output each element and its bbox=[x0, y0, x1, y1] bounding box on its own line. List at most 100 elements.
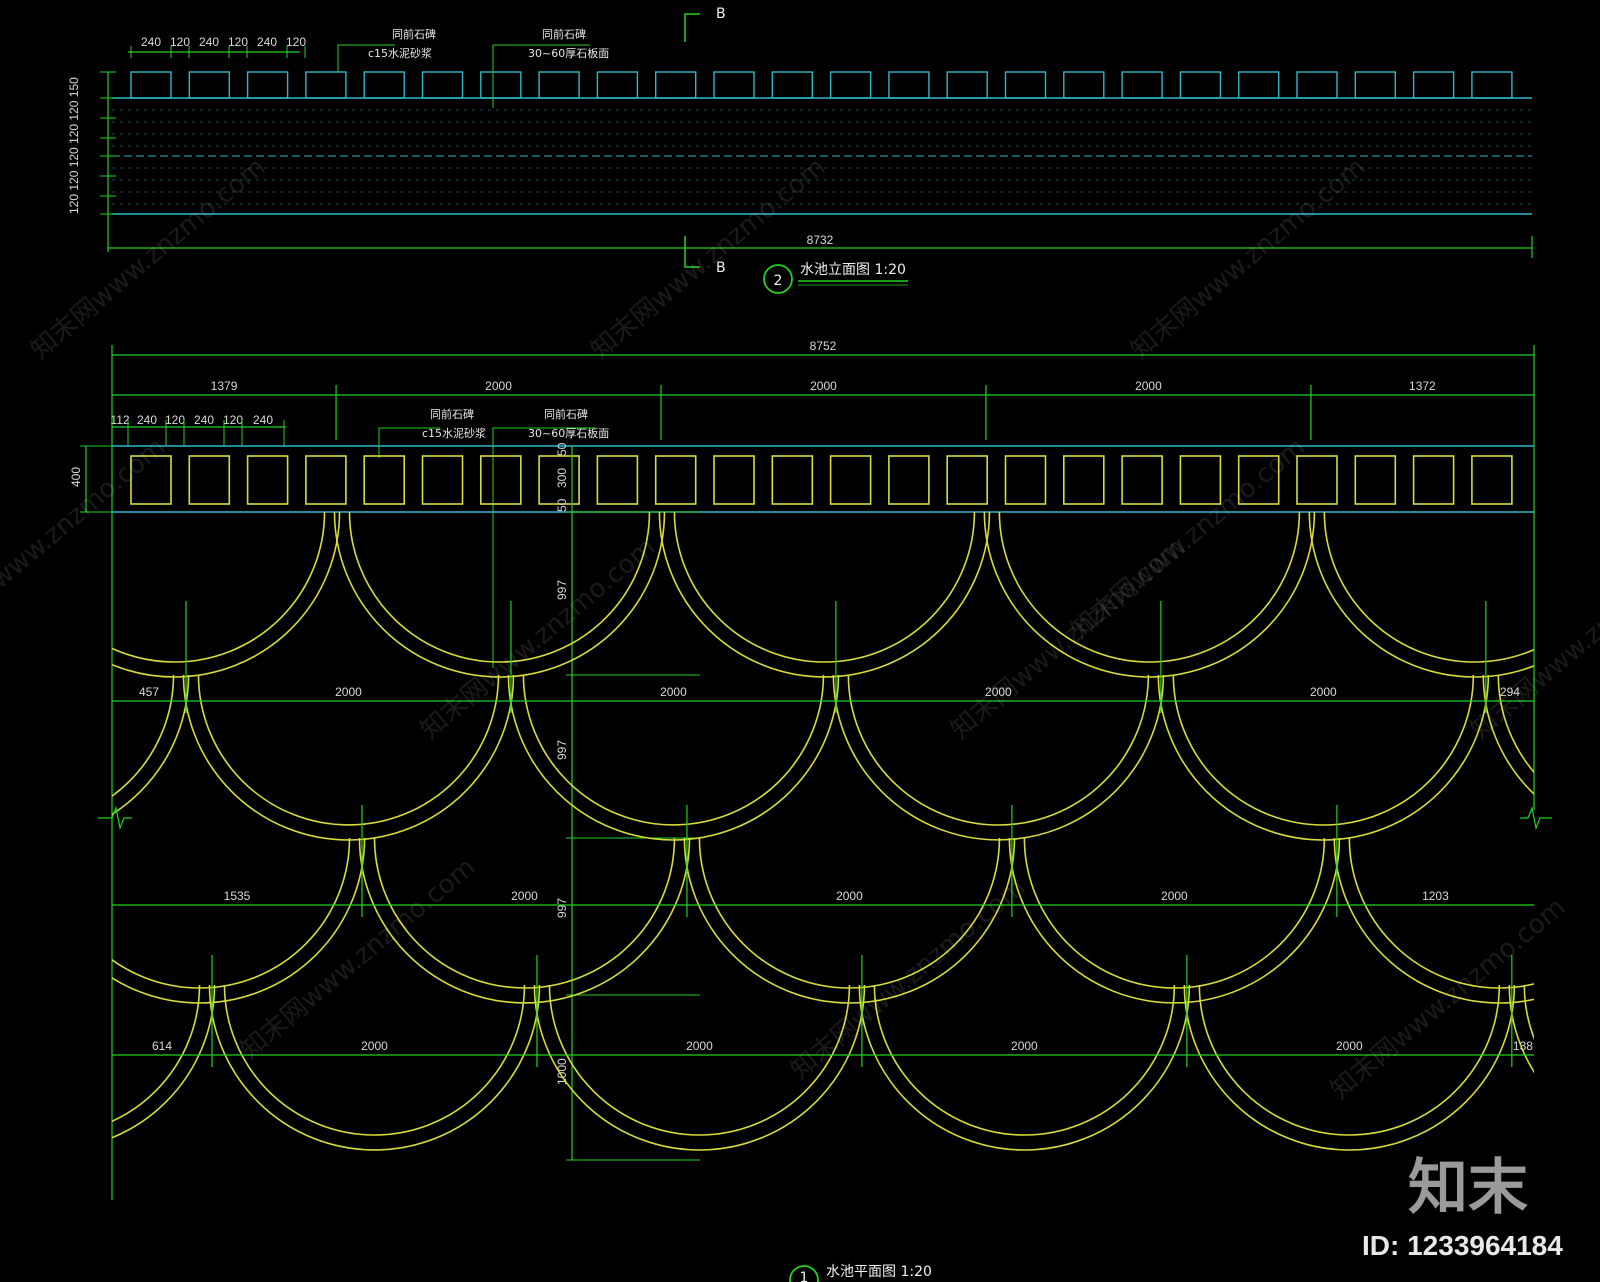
elevation-block bbox=[305, 71, 347, 99]
plan-band-block bbox=[713, 455, 755, 505]
image-id: ID: 1233964184 bbox=[1362, 1230, 1563, 1261]
elevation-block bbox=[1179, 71, 1222, 99]
plan-band-block bbox=[130, 455, 172, 505]
plan-row-dim-label: 2000 bbox=[1310, 685, 1337, 699]
plan-band-block bbox=[1179, 455, 1222, 505]
plan-band-block bbox=[771, 455, 814, 505]
plan-row-dim-label: 1203 bbox=[1422, 889, 1449, 903]
elevation-note-1-top: 同前石碑 bbox=[392, 27, 436, 41]
plan-row-dim-label: 1535 bbox=[224, 889, 251, 903]
outer-arc bbox=[1008, 837, 1341, 1004]
plan-band-block bbox=[596, 455, 639, 505]
plan-segment-label: 1372 bbox=[1409, 379, 1436, 393]
plan-band-block bbox=[1237, 455, 1280, 505]
outer-arc bbox=[1183, 984, 1516, 1151]
plan-row-height-label: 1000 bbox=[555, 1058, 569, 1085]
inner-arc bbox=[673, 512, 976, 663]
plan-row-dim-label: 294 bbox=[1500, 685, 1520, 699]
plan-segment-label: 2000 bbox=[810, 379, 837, 393]
break-mark-right bbox=[1520, 805, 1552, 831]
plan-row-dim-label: 2000 bbox=[1011, 1039, 1038, 1053]
elevation-top-dim-label: 240 bbox=[199, 35, 219, 49]
inner-arc bbox=[112, 674, 175, 798]
elevation-block bbox=[246, 71, 289, 99]
elevation-block bbox=[421, 71, 464, 99]
plan-row-dim-label: 2000 bbox=[660, 685, 687, 699]
plan-row-dims: 457 2000 2000 2000 2000 294 1535 2000 2000 2000 12… bbox=[112, 601, 1534, 1067]
plan-note-2-bottom: 30~60厚石板面 bbox=[528, 426, 609, 440]
inner-arc bbox=[1497, 674, 1534, 774]
plan-band-block bbox=[946, 455, 989, 505]
plan-leader-1 bbox=[378, 427, 440, 458]
outer-arc bbox=[112, 674, 190, 816]
outer-arc bbox=[832, 674, 1165, 841]
plan-title: 水池平面图 1:20 bbox=[826, 1264, 932, 1280]
inner-arc bbox=[1172, 674, 1475, 826]
elevation-block bbox=[538, 71, 580, 99]
plan-band-block bbox=[1063, 455, 1105, 505]
plan-band-block bbox=[1296, 455, 1338, 505]
plan-band-block bbox=[654, 455, 697, 505]
elevation-block bbox=[130, 71, 172, 99]
elevation-block bbox=[1063, 71, 1105, 99]
elevation-blocks bbox=[130, 71, 1513, 99]
elevation-note-1-bottom: c15水泥砂浆 bbox=[368, 46, 432, 60]
plan-band-block bbox=[1471, 455, 1513, 505]
elevation-block bbox=[363, 71, 405, 99]
outer-arc bbox=[983, 512, 1316, 678]
elevation-block bbox=[771, 71, 813, 99]
plan-band-sub-3: 50 bbox=[555, 498, 569, 512]
outer-arc bbox=[658, 512, 991, 678]
inner-arc bbox=[998, 512, 1301, 663]
plan-title-circle bbox=[789, 1265, 819, 1282]
inner-arc bbox=[348, 512, 651, 663]
plan-band-block bbox=[888, 455, 930, 505]
plan-row-dim-label: 2000 bbox=[335, 685, 362, 699]
plan-row-dim-label: 2000 bbox=[985, 685, 1012, 699]
plan-row-dim-label: 2000 bbox=[361, 1039, 388, 1053]
plan-row-dim-label: 2000 bbox=[1161, 889, 1188, 903]
elevation-title-number: 2 bbox=[774, 273, 783, 289]
plan-band-block bbox=[421, 455, 464, 505]
elevation-note-2-top: 同前石碑 bbox=[542, 27, 586, 41]
outer-arc bbox=[182, 674, 515, 841]
elevation-block bbox=[596, 71, 639, 99]
watermark-text: 知末网www.znzmo.com bbox=[415, 532, 661, 745]
plan-small-dim-label: 112 bbox=[110, 413, 129, 427]
plan-segment-label: 2000 bbox=[1135, 379, 1162, 393]
watermark-text: 知末网www.znzmo.com bbox=[1325, 892, 1571, 1105]
elevation-block bbox=[1471, 71, 1513, 99]
plan-note-1-top: 同前石碑 bbox=[430, 407, 474, 421]
outer-arc bbox=[1482, 674, 1534, 796]
section-label-bottom: B bbox=[716, 260, 726, 276]
plan-small-dim-label: 240 bbox=[253, 413, 273, 427]
break-mark-left bbox=[98, 805, 132, 831]
plan-title-number: 1 bbox=[800, 1270, 809, 1282]
plan-band-block bbox=[305, 455, 347, 505]
elevation-leader-2 bbox=[492, 44, 590, 108]
plan-row-dim-label: 2000 bbox=[1336, 1039, 1363, 1053]
plan-total-width: 8752 bbox=[810, 339, 837, 353]
elevation-top-dim-label: 120 bbox=[170, 35, 190, 49]
plan-note-2-top: 同前石碑 bbox=[544, 407, 588, 421]
elevation-block bbox=[655, 71, 697, 99]
elevation-total-width: 8732 bbox=[807, 233, 834, 247]
outer-arc bbox=[1157, 674, 1490, 841]
outer-arc bbox=[112, 512, 341, 678]
watermark-text: 知末网www.znzmo.com bbox=[585, 152, 831, 365]
plan-row-dim-label: 457 bbox=[139, 685, 159, 699]
elevation-block bbox=[1296, 71, 1338, 99]
brand-logo: 知末 bbox=[1408, 1153, 1528, 1223]
fish-scale-arcs bbox=[112, 512, 1534, 1151]
plan-band-sub-1: 50 bbox=[555, 442, 569, 456]
plan-band-block bbox=[538, 455, 580, 505]
inner-arc bbox=[522, 674, 825, 826]
elevation-top-dim-label: 240 bbox=[257, 35, 277, 49]
inner-arc bbox=[1198, 984, 1501, 1136]
inner-arc bbox=[847, 674, 1150, 826]
plan-band-block bbox=[829, 455, 872, 505]
elevation-block bbox=[480, 71, 522, 99]
plan-row-dim-label: 2000 bbox=[686, 1039, 713, 1053]
